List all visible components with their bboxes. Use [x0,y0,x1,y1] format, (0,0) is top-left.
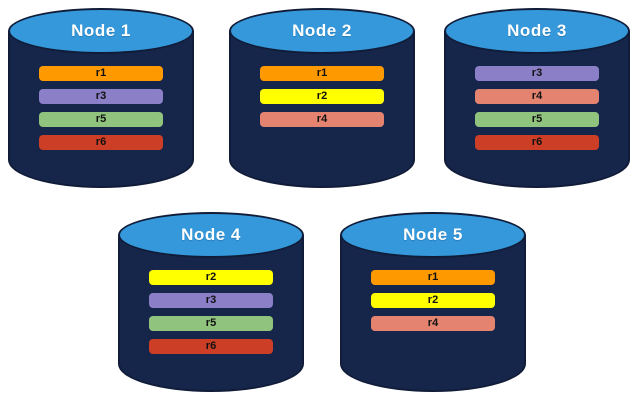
replica-bar[interactable]: r4 [371,316,495,331]
replica-bar[interactable]: r1 [260,66,384,81]
replica-bar[interactable]: r4 [475,89,599,104]
database-node-3[interactable]: Node 3 r3 r4 r5 r6 [444,8,630,188]
replica-bar[interactable]: r4 [260,112,384,127]
cylinder-top-icon [118,212,304,258]
replica-bar[interactable]: r5 [39,112,163,127]
cylinder-top-icon [444,8,630,54]
replica-bar[interactable]: r1 [371,270,495,285]
node-title: Node 2 [292,21,352,40]
database-node-5[interactable]: Node 5 r1 r2 r4 [340,212,526,392]
cylinder-top-icon [340,212,526,258]
database-node-4[interactable]: Node 4 r2 r3 r5 r6 [118,212,304,392]
cylinder-body-icon [229,31,415,188]
replica-list: r1 r2 r4 [340,270,526,331]
database-node-1[interactable]: Node 1 r1 r3 r5 r6 [8,8,194,188]
replica-list: r1 r2 r4 [229,66,415,127]
cylinder-top-icon [229,8,415,54]
replica-bar[interactable]: r2 [149,270,273,285]
replica-bar[interactable]: r2 [260,89,384,104]
replica-bar[interactable]: r3 [39,89,163,104]
replica-bar[interactable]: r6 [149,339,273,354]
replica-bar[interactable]: r5 [475,112,599,127]
node-title: Node 5 [403,225,463,244]
replica-bar[interactable]: r5 [149,316,273,331]
replica-bar[interactable]: r3 [149,293,273,308]
cylinder-top-icon [8,8,194,54]
replica-bar[interactable]: r1 [39,66,163,81]
cylinder-body-icon [118,235,304,392]
node-title: Node 1 [71,21,131,40]
replica-bar[interactable]: r6 [39,135,163,150]
database-node-2[interactable]: Node 2 r1 r2 r4 [229,8,415,188]
replica-bar[interactable]: r3 [475,66,599,81]
replica-list: r3 r4 r5 r6 [444,66,630,150]
cylinder-body-icon [444,31,630,188]
replica-bar[interactable]: r6 [475,135,599,150]
replica-bar[interactable]: r2 [371,293,495,308]
node-title: Node 4 [181,225,241,244]
replica-list: r1 r3 r5 r6 [8,66,194,150]
node-title: Node 3 [507,21,567,40]
replica-list: r2 r3 r5 r6 [118,270,304,354]
